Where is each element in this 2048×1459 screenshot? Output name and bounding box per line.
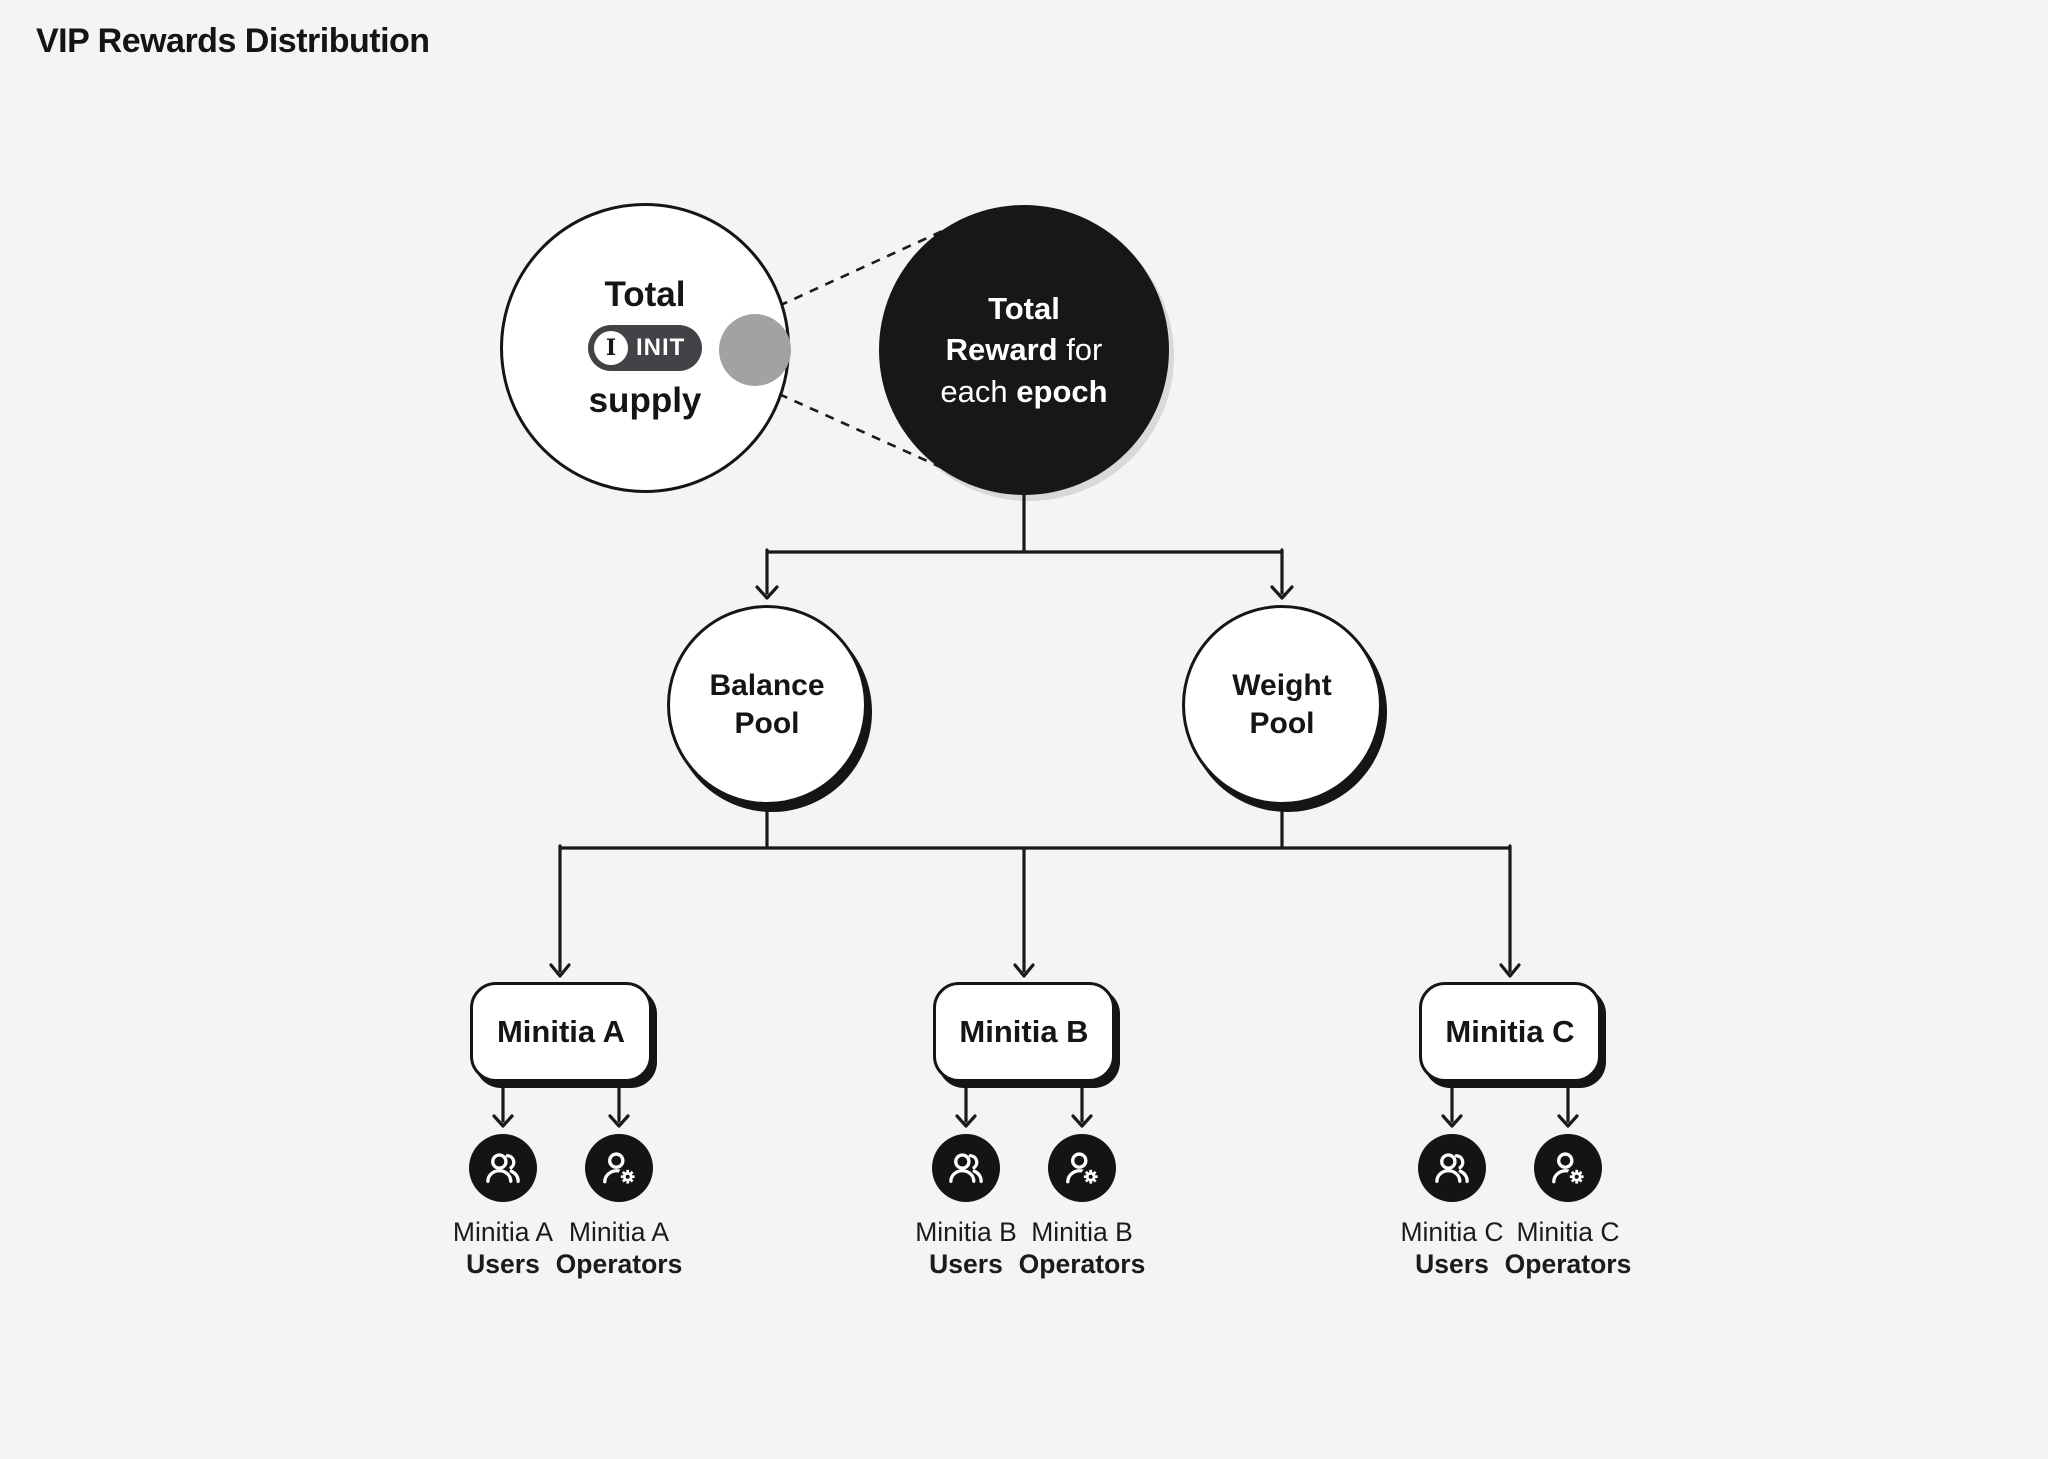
operator-gear-icon: [1552, 1152, 1587, 1187]
minitia-a-operators-label: Minitia A Operators: [555, 1217, 683, 1280]
minitia-b-node: Minitia B: [933, 982, 1115, 1082]
epoch-slice-dot: [719, 314, 791, 386]
init-token-badge: I INIT: [588, 325, 702, 371]
total-reward-circle: Total Reward for each epoch: [879, 205, 1169, 495]
minitia-c-users-icon-circle: [1418, 1134, 1486, 1202]
total-reward-text: Total Reward for each epoch: [940, 290, 1108, 409]
page-title: VIP Rewards Distribution: [36, 22, 430, 60]
minitia-a-users-label: Minitia A Users: [452, 1217, 554, 1280]
minitia-b-operators-label: Minitia B Operators: [1018, 1217, 1146, 1280]
minitia-c-users-label: Minitia C Users: [1400, 1217, 1504, 1280]
zoom-callout-dashed-lines: [747, 220, 968, 481]
operator-gear-icon: [1066, 1152, 1101, 1187]
initia-logo-icon: I: [594, 331, 628, 365]
users-icon: [949, 1153, 983, 1183]
operator-gear-icon: [603, 1152, 638, 1187]
weight-pool-node: Weight Pool: [1182, 605, 1382, 805]
pools-to-minitias-connector: [549, 801, 1521, 978]
minitia-a-users-icon-circle: [469, 1134, 537, 1202]
minitia-a-operators-icon-circle: [585, 1134, 653, 1202]
minitia-b-users-icon-circle: [932, 1134, 1000, 1202]
supply-circle-bottom-label: supply: [588, 381, 702, 420]
reward-to-pools-connector: [755, 491, 1294, 600]
init-badge-label: INIT: [636, 334, 686, 361]
minitia-c-operators-label: Minitia C Operators: [1504, 1217, 1632, 1280]
users-icon: [486, 1153, 520, 1183]
minitia-c-node: Minitia C: [1419, 982, 1601, 1082]
balance-pool-node: Balance Pool: [667, 605, 867, 805]
supply-circle-top-label: Total: [604, 274, 686, 314]
minitia-b-operators-icon-circle: [1048, 1134, 1116, 1202]
minitia-b-users-label: Minitia B Users: [915, 1217, 1017, 1280]
minitia-a-node: Minitia A: [470, 982, 652, 1082]
users-icon: [1435, 1153, 1469, 1183]
minitia-c-operators-icon-circle: [1534, 1134, 1602, 1202]
minitia-to-icons-arrows: [492, 1080, 1579, 1128]
